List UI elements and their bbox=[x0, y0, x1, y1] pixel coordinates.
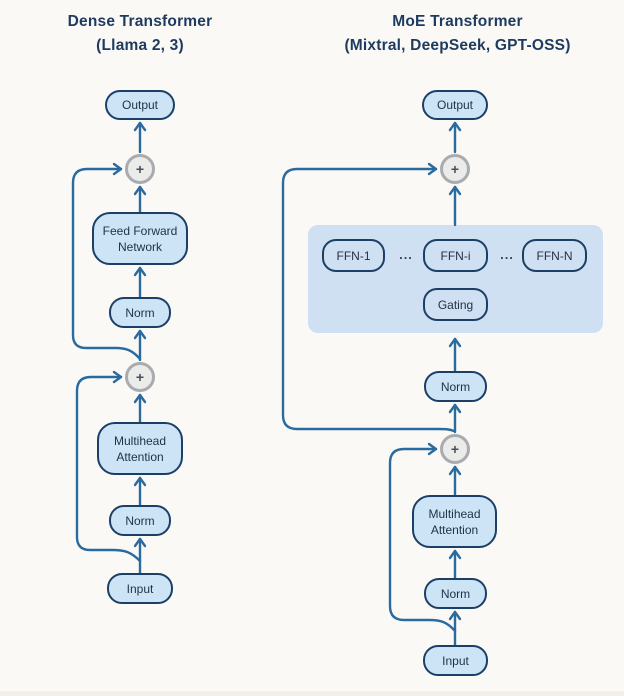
ellipsis-right: ... bbox=[500, 247, 514, 262]
moe-transformer-title: MoE Transformer (Mixtral, DeepSeek, GPT-… bbox=[320, 10, 595, 58]
moe-ffn-n-node: FFN-N bbox=[522, 239, 587, 272]
plus-icon: + bbox=[135, 161, 145, 177]
canvas-bottom-edge bbox=[0, 691, 624, 696]
dense-norm-pre-node: Norm bbox=[109, 505, 171, 536]
dense-output-node: Output bbox=[105, 90, 175, 120]
ellipsis-left: ... bbox=[399, 247, 413, 262]
dense-title-line2: (Llama 2, 3) bbox=[96, 37, 184, 54]
dense-title-line1: Dense Transformer bbox=[67, 13, 213, 30]
dense-input-node: Input bbox=[107, 573, 173, 604]
plus-icon: + bbox=[450, 441, 460, 457]
moe-input-node: Input bbox=[423, 645, 488, 676]
plus-icon: + bbox=[450, 161, 460, 177]
dense-add2-node: + bbox=[125, 154, 155, 184]
moe-norm-post-node: Norm bbox=[424, 371, 487, 402]
dense-mha-node: Multihead Attention bbox=[97, 422, 183, 475]
dense-add1-node: + bbox=[125, 362, 155, 392]
moe-ffn-1-node: FFN-1 bbox=[322, 239, 385, 272]
moe-gating-node: Gating bbox=[423, 288, 488, 321]
moe-title-line2: (Mixtral, DeepSeek, GPT-OSS) bbox=[344, 37, 571, 54]
dense-ffn-node: Feed Forward Network bbox=[92, 212, 188, 265]
moe-title-line1: MoE Transformer bbox=[392, 13, 523, 30]
dense-norm-post-node: Norm bbox=[109, 297, 171, 328]
moe-add2-node: + bbox=[440, 154, 470, 184]
moe-mha-node: Multihead Attention bbox=[412, 495, 497, 548]
moe-ffn-i-node: FFN-i bbox=[423, 239, 488, 272]
plus-icon: + bbox=[135, 369, 145, 385]
dense-transformer-title: Dense Transformer (Llama 2, 3) bbox=[20, 10, 260, 58]
moe-add1-node: + bbox=[440, 434, 470, 464]
moe-output-node: Output bbox=[422, 90, 488, 120]
moe-norm-pre-node: Norm bbox=[424, 578, 487, 609]
